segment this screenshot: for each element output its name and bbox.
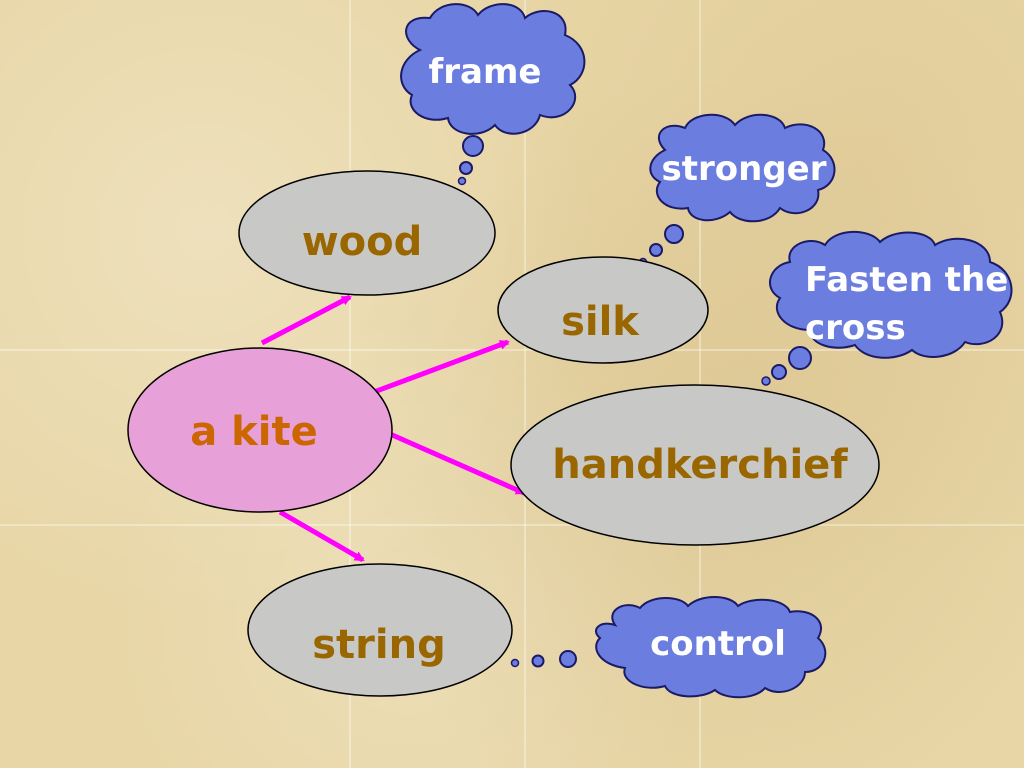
cloud-shape <box>649 113 836 223</box>
node-string: string <box>247 563 513 697</box>
arrow-to-silk <box>373 339 510 395</box>
arrow-to-string <box>278 509 365 563</box>
cloud-stronger: stronger <box>638 113 836 267</box>
cloud-shape <box>400 3 586 135</box>
cloud-stronger-label: stronger <box>662 149 827 189</box>
node-handkerchief: handkerchief <box>510 384 880 546</box>
bg-seam <box>524 0 526 768</box>
node-wood-label: wood <box>302 219 423 265</box>
bg-seam <box>699 0 701 768</box>
arrow-to-wood <box>260 294 352 346</box>
bg-seam <box>0 524 1024 526</box>
connector-arrows <box>260 294 526 563</box>
arrow-to-handkerchief <box>388 431 526 496</box>
node-string-label: string <box>312 622 445 668</box>
node-center-kite: a kite <box>127 347 393 513</box>
cloud-control: control <box>595 596 827 699</box>
node-center-label: a kite <box>190 409 317 455</box>
cloud-fasten-label-line2: cross <box>805 308 906 348</box>
node-silk-label: silk <box>561 299 640 345</box>
node-wood: wood <box>238 170 496 296</box>
cloud-shape <box>769 230 1013 359</box>
cloud-fasten: Fasten the cross <box>761 230 1013 386</box>
cloud-frame: frame <box>400 3 586 186</box>
node-silk: silk <box>497 256 709 364</box>
cloud-fasten-label-line1: Fasten the <box>805 260 1008 300</box>
node-handkerchief-label: handkerchief <box>552 442 848 488</box>
cloud-control-label: control <box>650 624 786 664</box>
bg-seam <box>0 349 1024 351</box>
cloud-frame-label: frame <box>429 52 542 92</box>
string-thought-bubbles <box>510 650 577 668</box>
cloud-shape <box>595 596 827 699</box>
